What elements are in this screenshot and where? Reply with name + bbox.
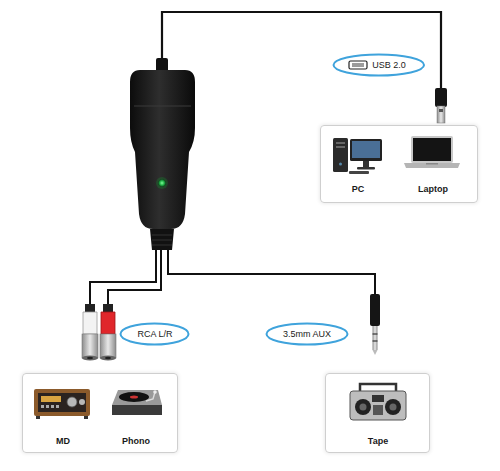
device-label: MD bbox=[56, 436, 70, 447]
callout-label: 3.5mm AUX bbox=[283, 329, 331, 340]
callout-label: USB 2.0 bbox=[372, 60, 406, 71]
usb-cable bbox=[162, 12, 447, 123]
rca-plug-white bbox=[82, 304, 98, 361]
pc-icon bbox=[333, 138, 382, 174]
device-box: MD Phono bbox=[22, 373, 178, 453]
oval-shape bbox=[266, 324, 347, 345]
oval-shape bbox=[121, 324, 189, 345]
device-label: Laptop bbox=[418, 184, 448, 195]
callout-oval: USB 2.0 bbox=[332, 53, 426, 77]
usb-symbol bbox=[349, 61, 367, 69]
audio-wires bbox=[90, 250, 375, 306]
callout-oval: 3.5mm AUX bbox=[265, 322, 349, 346]
device-label: PC bbox=[352, 184, 365, 195]
device-label: Phono bbox=[122, 436, 150, 447]
md-receiver-icon bbox=[34, 389, 90, 419]
oval-shape bbox=[334, 55, 425, 76]
device-box: PC Laptop bbox=[320, 125, 478, 203]
device-label: Tape bbox=[368, 436, 388, 447]
device-box: Tape bbox=[325, 373, 430, 453]
callout-oval: RCA L/R bbox=[119, 322, 190, 346]
laptop-icon bbox=[404, 136, 460, 168]
rca-plug-red bbox=[100, 304, 116, 361]
boombox-icon bbox=[350, 384, 406, 420]
turntable-icon bbox=[112, 390, 162, 415]
aux-jack bbox=[370, 294, 380, 355]
callout-label: RCA L/R bbox=[137, 329, 172, 340]
adapter-dongle bbox=[130, 58, 195, 250]
